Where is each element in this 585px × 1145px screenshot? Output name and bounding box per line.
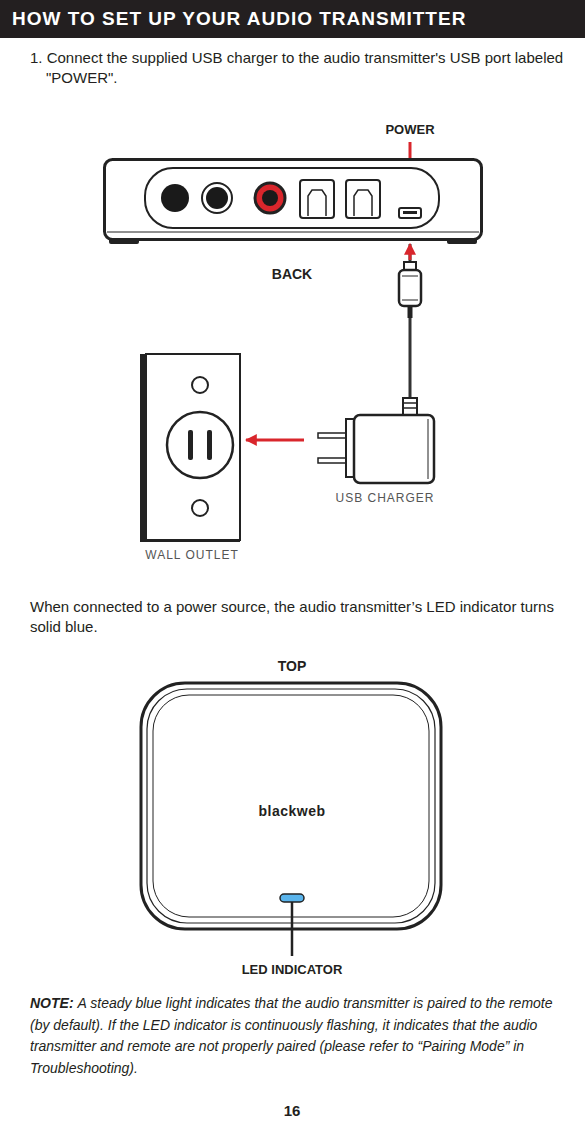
body-text: When connected to a power source, the au… — [30, 597, 575, 638]
callout-label: LED INDICATOR — [242, 962, 343, 977]
part-label: BACK — [272, 266, 312, 282]
plug-arrow-line — [409, 248, 412, 260]
port-label: POWER — [385, 122, 434, 137]
usb-charger: USB CHARGER — [318, 413, 436, 485]
wall-outlet: WALL OUTLET — [140, 352, 244, 544]
usb-charger-outline — [318, 413, 436, 485]
transmitter-back: BACK — [103, 158, 483, 242]
note-text: A steady blue light indicates that the a… — [30, 995, 553, 1076]
part-label: USB CHARGER — [335, 491, 434, 505]
plug-in-arrow — [246, 439, 304, 442]
note-paragraph: NOTE:A steady blue light indicates that … — [30, 992, 568, 1078]
transmitter-back-outline — [103, 158, 483, 242]
transmitter-top: TOPblackweb — [138, 680, 444, 932]
page-number: 16 — [284, 1102, 301, 1119]
brand-logo: blackweb — [258, 803, 325, 819]
step-text: 1. Connect the supplied USB charger to t… — [30, 48, 570, 89]
title-bar: HOW TO SET UP YOUR AUDIO TRANSMITTER — [0, 0, 585, 38]
usb-plug — [399, 262, 421, 318]
cable-strain-relief — [403, 398, 417, 415]
part-label: TOP — [278, 658, 307, 674]
part-label: WALL OUTLET — [145, 548, 238, 562]
note-heading: NOTE: — [30, 995, 74, 1011]
wall-outlet-outline — [140, 352, 244, 544]
